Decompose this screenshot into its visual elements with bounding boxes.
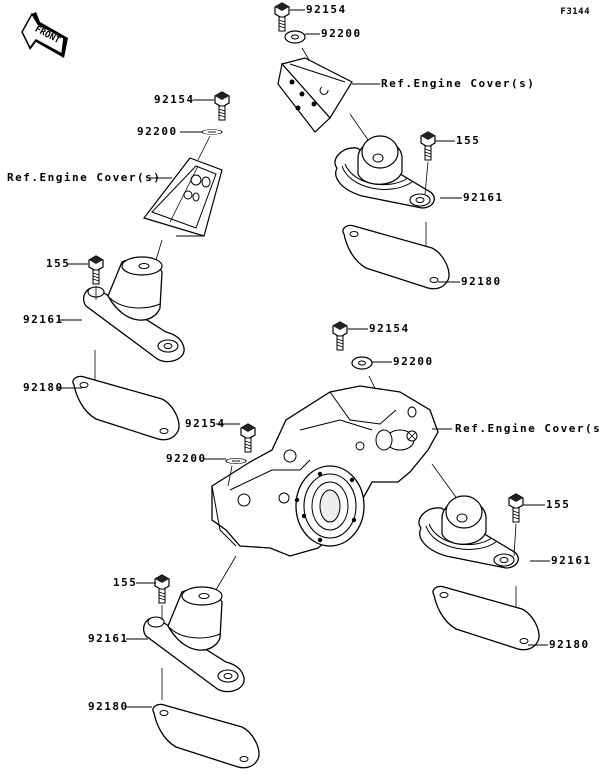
label-top-left-ref: Ref.Engine Cover(s) — [7, 171, 162, 184]
label-middle-right-plate: 92180 — [549, 638, 590, 651]
label-top-right-ref: Ref.Engine Cover(s) — [381, 77, 536, 90]
top-left-assembly — [58, 91, 230, 441]
label-top-right-washer: 92200 — [321, 27, 362, 40]
bolt-icon — [508, 493, 524, 523]
label-top-right-bolt: 92154 — [306, 3, 347, 16]
label-top-right-mount-bolt: 155 — [456, 134, 481, 147]
label-top-right-mount: 92161 — [463, 191, 504, 204]
label-top-left-plate: 92180 — [23, 381, 64, 394]
label-top-left-bolt: 92154 — [154, 93, 195, 106]
washer-icon — [284, 30, 306, 44]
bolt-icon — [154, 574, 170, 604]
engine-cover-housing — [211, 385, 439, 557]
mount-plate-icon — [152, 703, 260, 769]
mount-plate-icon — [432, 585, 540, 651]
figure-id: F3144 — [560, 7, 590, 17]
top-right-assembly — [274, 2, 462, 290]
label-bottom-left-plate: 92180 — [88, 700, 129, 713]
label-middle-right-mount: 92161 — [551, 554, 592, 567]
bolt-icon — [214, 91, 230, 121]
mount-plate-icon — [342, 224, 450, 290]
engine-cover-bracket — [277, 57, 353, 133]
middle-right-assembly — [418, 493, 550, 651]
label-middle-left-washer: 92200 — [166, 452, 207, 465]
label-bottom-left-mount-bolt: 155 — [113, 576, 138, 589]
middle-assembly — [204, 321, 459, 601]
label-middle-right-ref: Ref.Engine Cover(s) — [455, 422, 600, 435]
label-middle-right-mount-bolt: 155 — [546, 498, 571, 511]
bolt-icon — [420, 131, 436, 161]
bolt-icon — [332, 321, 348, 351]
label-top-left-mount-bolt: 155 — [46, 257, 71, 270]
label-top-right-plate: 92180 — [461, 275, 502, 288]
bolt-icon — [274, 2, 290, 32]
mount-plate-icon — [72, 375, 180, 441]
label-middle-left-bolt: 92154 — [185, 417, 226, 430]
label-bottom-left-mount: 92161 — [88, 632, 129, 645]
engine-cover-bracket — [142, 157, 223, 237]
label-middle-right-bolt: 92154 — [369, 322, 410, 335]
front-arrow-icon: FRONT — [21, 12, 68, 58]
washer-icon — [351, 356, 373, 370]
bolt-icon — [240, 423, 256, 453]
bolt-icon — [88, 255, 104, 285]
engine-mount-icon — [334, 135, 435, 209]
label-middle-right-washer: 92200 — [393, 355, 434, 368]
label-top-left-washer: 92200 — [137, 125, 178, 138]
engine-mount-icon — [418, 495, 519, 569]
label-top-left-mount: 92161 — [23, 313, 64, 326]
bottom-left-assembly — [126, 574, 260, 769]
